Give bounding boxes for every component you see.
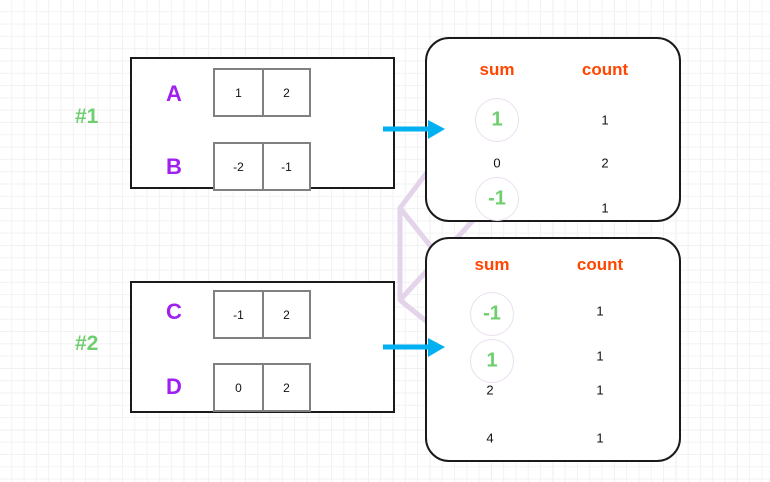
agg-table-1-row-1-sum: 1: [491, 108, 503, 131]
group-label-2: #2: [75, 332, 99, 355]
cell-a-0: 1: [235, 85, 242, 100]
cell-pair-a: 1 2: [213, 68, 311, 117]
agg-table-2-row-1-count: 1: [596, 303, 604, 319]
agg-table-2-row-1-sum: -1: [483, 302, 501, 325]
group-label-1: #1: [75, 105, 99, 128]
agg-table-2: [425, 237, 681, 462]
agg-table-2-row-2-sum: 1: [486, 349, 498, 372]
cell-d-1: 2: [261, 365, 309, 410]
agg-table-2-header-sum: sum: [474, 255, 510, 274]
agg-table-2-row-3-sum: 2: [486, 382, 494, 398]
cell-c-0: -1: [233, 307, 244, 322]
agg-table-1-row-3-sum: -1: [488, 187, 506, 210]
agg-table-2-row-3-count: 1: [596, 382, 604, 398]
row-label-d: D: [166, 374, 182, 399]
agg-table-1-header-count: count: [581, 60, 629, 79]
agg-table-2-header-count: count: [576, 255, 624, 274]
cell-c-1: 2: [261, 292, 309, 337]
cell-b-0: -2: [233, 159, 244, 174]
agg-table-1-header-sum: sum: [479, 60, 515, 79]
cell-pair-b: -2 -1: [213, 142, 311, 191]
cell-a-1: 2: [261, 70, 309, 115]
cell-b-1: -1: [261, 144, 309, 189]
cell-pair-c: -1 2: [213, 290, 311, 339]
agg-table-1-row-3-count: 1: [601, 200, 609, 216]
agg-table-2-row-4-sum: 4: [486, 430, 494, 446]
row-label-a: A: [166, 81, 182, 106]
agg-table-1-row-2-sum: 0: [493, 155, 501, 171]
cell-d-0: 0: [235, 380, 242, 395]
agg-table-1-row-1-count: 1: [601, 112, 609, 128]
agg-table-2-row-2-count: 1: [596, 348, 604, 364]
cell-pair-d: 0 2: [213, 363, 311, 412]
row-label-c: C: [166, 299, 182, 324]
row-label-b: B: [166, 154, 182, 179]
agg-table-2-row-4-count: 1: [596, 430, 604, 446]
agg-table-1-row-2-count: 2: [601, 155, 609, 171]
agg-table-1: [425, 37, 681, 222]
